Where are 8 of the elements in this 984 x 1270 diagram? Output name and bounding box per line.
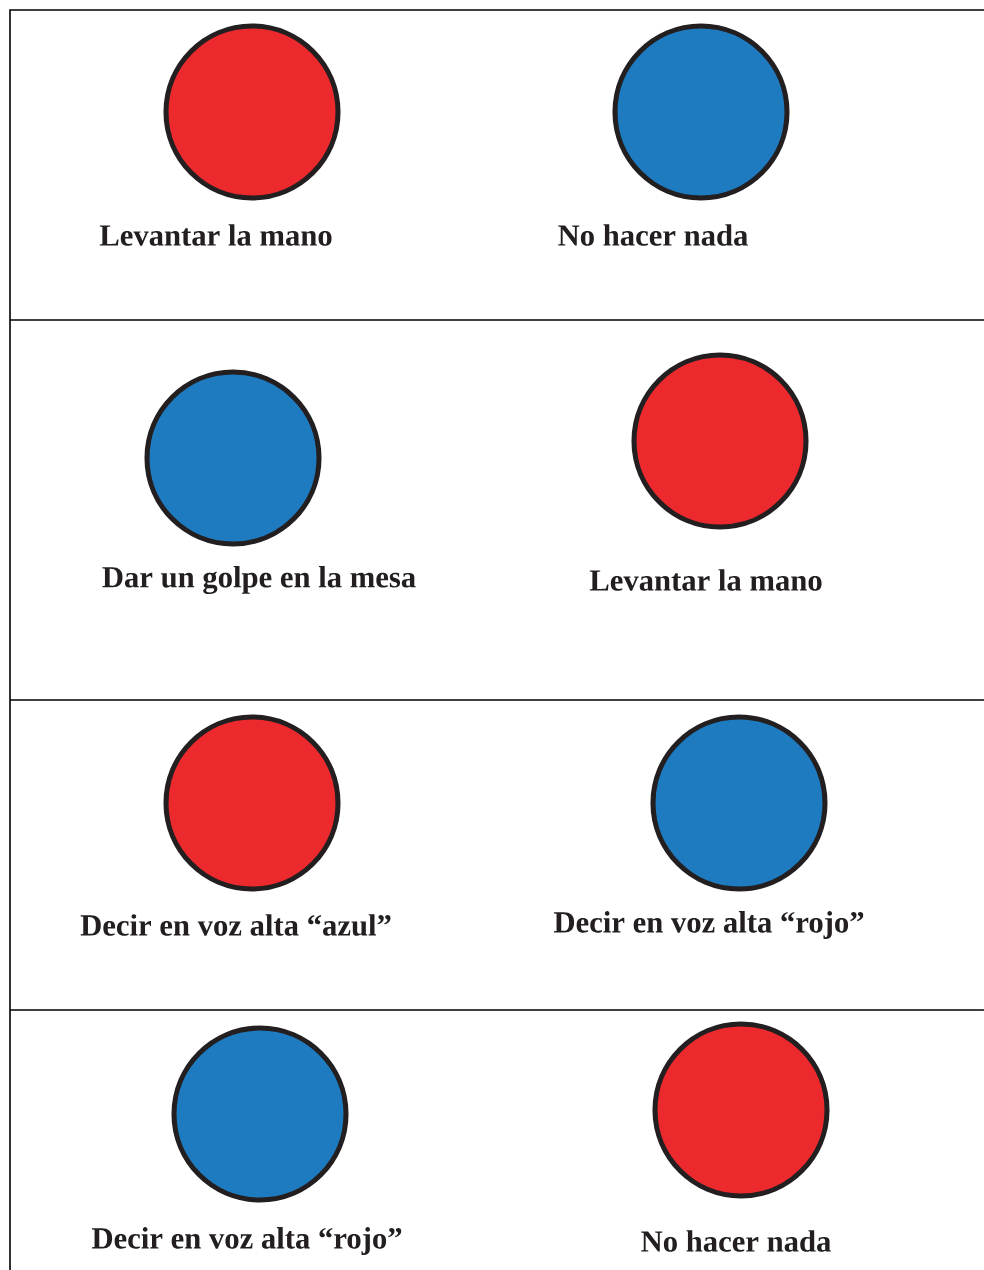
caption-text: Decir en voz alta “rojo” [554,911,864,939]
caption-text: Decir en voz alta “azul” [80,914,391,936]
caption-text: No hacer nada [558,224,748,246]
caption-text: Decir en voz alta “rojo” [92,1227,402,1255]
caption-text: Levantar la mano [99,224,332,246]
caption-text: No hacer nada [641,1230,831,1252]
caption-text: Dar un golpe en la mesa [102,565,416,595]
caption-text: Levantar la mano [589,569,822,591]
